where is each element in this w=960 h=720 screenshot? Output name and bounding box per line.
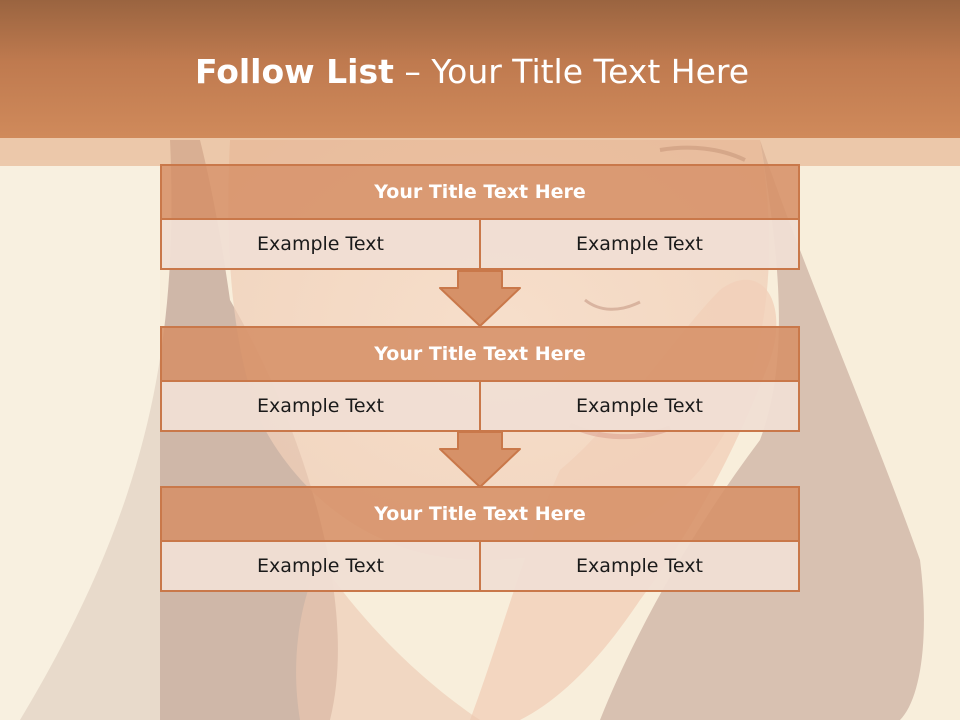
step-box-1: Your Title Text Here Example Text Exampl… — [160, 164, 800, 270]
step-title-1: Your Title Text Here — [160, 164, 800, 220]
step-box-3: Your Title Text Here Example Text Exampl… — [160, 486, 800, 592]
step-row-1: Example Text Example Text — [160, 220, 800, 270]
down-arrow-icon — [439, 270, 521, 327]
step-row-3: Example Text Example Text — [160, 542, 800, 592]
step-2-cell-left: Example Text — [160, 382, 481, 432]
step-3-cell-right: Example Text — [481, 542, 800, 592]
step-title-2: Your Title Text Here — [160, 326, 800, 382]
step-3-cell-left: Example Text — [160, 542, 481, 592]
step-1-cell-left: Example Text — [160, 220, 481, 270]
slide-title-bold: Follow List — [194, 52, 394, 91]
step-row-2: Example Text Example Text — [160, 382, 800, 432]
step-2-cell-right: Example Text — [481, 382, 800, 432]
step-title-3: Your Title Text Here — [160, 486, 800, 542]
title-bar — [0, 0, 960, 138]
slide-title: Follow List – Your Title Text Here — [0, 52, 944, 91]
down-arrow-icon — [439, 431, 521, 488]
slide-title-rest: – Your Title Text Here — [393, 52, 750, 91]
step-1-cell-right: Example Text — [481, 220, 800, 270]
title-bar-band — [0, 138, 960, 166]
step-box-2: Your Title Text Here Example Text Exampl… — [160, 326, 800, 432]
